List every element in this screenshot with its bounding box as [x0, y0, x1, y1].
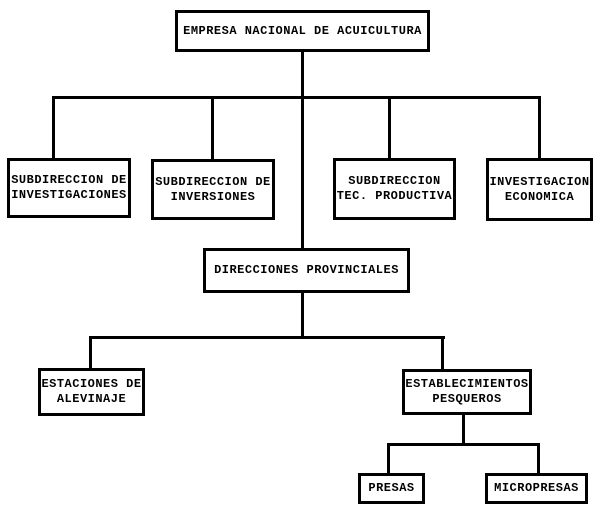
connector-drop-estaciones	[89, 336, 92, 370]
node-micropresas: MICROPRESAS	[485, 473, 588, 504]
connector-establecimientos-stem	[462, 413, 465, 446]
connector-drop-economica	[538, 96, 541, 161]
node-empresa-nacional-de-acuicultura: EMPRESA NACIONAL DE ACUICULTURA	[175, 10, 430, 52]
node-investigacion-economica: INVESTIGACION ECONOMICA	[486, 158, 593, 221]
node-establecimientos-pesqueros: ESTABLECIMIENTOS PESQUEROS	[402, 369, 532, 415]
node-subdireccion-de-inversiones: SUBDIRECCION DE INVERSIONES	[151, 159, 275, 220]
connector-drop-tec-productiva	[388, 96, 391, 160]
connector-root-stem	[301, 52, 304, 249]
node-estaciones-de-alevinaje: ESTACIONES DE ALEVINAJE	[38, 368, 145, 416]
node-subdireccion-de-investigaciones: SUBDIRECCION DE INVESTIGACIONES	[7, 158, 131, 218]
connector-drop-micropresas	[537, 443, 540, 475]
node-presas: PRESAS	[358, 473, 425, 504]
connector-level2-bus	[52, 96, 541, 99]
node-direcciones-provinciales: DIRECCIONES PROVINCIALES	[203, 248, 410, 293]
connector-drop-inversiones	[211, 96, 214, 161]
node-subdireccion-tec-productiva: SUBDIRECCION TEC. PRODUCTIVA	[333, 158, 456, 220]
connector-drop-establecimientos	[441, 336, 444, 371]
connector-drop-presas	[387, 443, 390, 475]
connector-drop-investigaciones	[52, 96, 55, 160]
connector-direcciones-stem	[301, 291, 304, 339]
connector-level4-bus	[89, 336, 445, 339]
connector-level5-bus	[387, 443, 540, 446]
